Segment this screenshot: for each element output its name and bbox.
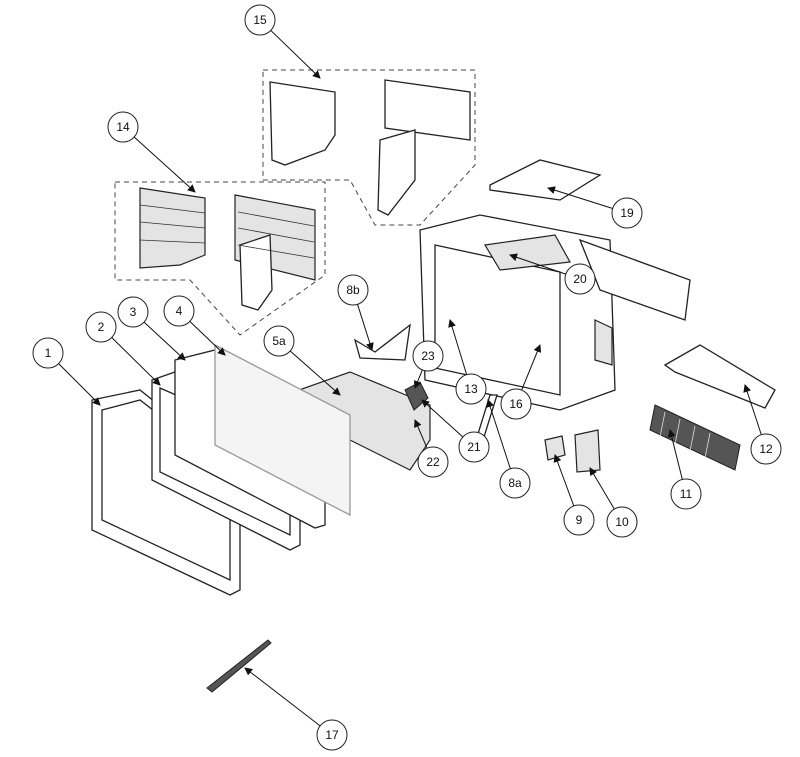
callout-22: 22 bbox=[414, 419, 449, 478]
callout-circle bbox=[244, 4, 276, 36]
leader-line bbox=[189, 321, 226, 356]
callout-label: 14 bbox=[116, 120, 130, 134]
leader-line bbox=[589, 467, 615, 510]
callout-5a: 5a bbox=[263, 325, 341, 396]
callout-circle bbox=[500, 388, 532, 420]
callout-circle bbox=[32, 337, 64, 369]
callout-label: 10 bbox=[615, 515, 629, 529]
firebox bbox=[419, 214, 691, 411]
callout-15: 15 bbox=[244, 4, 321, 79]
callout-circle bbox=[564, 263, 596, 295]
leader-line bbox=[357, 304, 374, 351]
callout-circle bbox=[611, 197, 643, 229]
callout-11: 11 bbox=[667, 429, 702, 510]
leader-line bbox=[270, 30, 321, 79]
callout-1: 1 bbox=[32, 337, 101, 406]
leader-line bbox=[133, 136, 196, 193]
leader-line bbox=[414, 419, 428, 449]
callout-21: 21 bbox=[421, 399, 490, 463]
leader-line bbox=[289, 350, 341, 396]
part-11-blower bbox=[649, 404, 741, 471]
callout-9: 9 bbox=[553, 454, 595, 536]
leader-line bbox=[553, 454, 575, 507]
callout-20: 20 bbox=[509, 253, 596, 295]
callout-3: 3 bbox=[117, 296, 186, 361]
callout-label: 20 bbox=[573, 272, 587, 286]
part-19-bracket bbox=[489, 159, 602, 201]
leader-line bbox=[667, 429, 683, 480]
callout-label: 13 bbox=[464, 382, 478, 396]
leader-line bbox=[547, 186, 613, 209]
leader-line bbox=[421, 399, 464, 438]
callout-2: 2 bbox=[85, 311, 161, 386]
callout-circle bbox=[412, 340, 444, 372]
leader-line bbox=[743, 384, 762, 435]
callout-10: 10 bbox=[589, 467, 638, 538]
part-10-valve-box bbox=[574, 429, 601, 473]
callout-circle bbox=[263, 325, 295, 357]
callout-label: 8a bbox=[508, 476, 522, 490]
callout-8b: 8b bbox=[337, 274, 374, 351]
leader-line bbox=[244, 667, 321, 727]
callout-label: 15 bbox=[253, 13, 267, 27]
part-4-glass bbox=[214, 343, 351, 517]
callout-23: 23 bbox=[412, 340, 444, 389]
callout-label: 12 bbox=[759, 442, 773, 456]
leader-line bbox=[58, 363, 101, 406]
callout-circle bbox=[499, 467, 531, 499]
callout-circle bbox=[417, 446, 449, 478]
callout-circle bbox=[563, 504, 595, 536]
callout-circle bbox=[670, 478, 702, 510]
leader-line bbox=[486, 399, 511, 469]
part-15-refractory-panels bbox=[262, 69, 476, 226]
callout-label: 16 bbox=[509, 397, 523, 411]
callout-label: 8b bbox=[346, 283, 360, 297]
callout-17: 17 bbox=[244, 667, 348, 751]
leader-line bbox=[413, 369, 423, 389]
callout-13: 13 bbox=[448, 319, 487, 405]
callout-16: 16 bbox=[500, 344, 542, 420]
leader-line bbox=[509, 253, 566, 275]
leader-line bbox=[143, 321, 186, 361]
leader-line bbox=[521, 344, 542, 391]
part-17-rod bbox=[206, 639, 272, 693]
callout-circle bbox=[455, 373, 487, 405]
callout-12: 12 bbox=[743, 384, 782, 465]
callout-label: 3 bbox=[130, 305, 137, 319]
part-9-switch bbox=[544, 435, 566, 461]
callout-label: 22 bbox=[426, 455, 440, 469]
callout-label: 1 bbox=[45, 346, 52, 360]
callout-label: 21 bbox=[467, 440, 481, 454]
callout-circle bbox=[458, 431, 490, 463]
callout-label: 2 bbox=[98, 320, 105, 334]
callout-label: 23 bbox=[421, 349, 435, 363]
callout-19: 19 bbox=[547, 186, 643, 229]
callout-label: 11 bbox=[680, 487, 693, 501]
callout-circle bbox=[163, 295, 195, 327]
part-12-bracket bbox=[663, 344, 776, 409]
leader-line bbox=[448, 319, 468, 375]
callout-14: 14 bbox=[107, 111, 196, 193]
callout-4: 4 bbox=[163, 295, 226, 356]
callout-circle bbox=[85, 311, 117, 343]
callout-circle bbox=[606, 506, 638, 538]
callout-label: 5a bbox=[272, 334, 286, 348]
callout-circle bbox=[117, 296, 149, 328]
part-8b-leg bbox=[353, 323, 411, 361]
leader-line bbox=[111, 337, 161, 386]
callout-label: 9 bbox=[576, 513, 583, 527]
part-14-brick-panels bbox=[114, 181, 326, 336]
callout-label: 17 bbox=[325, 728, 339, 742]
callout-circle bbox=[316, 719, 348, 751]
callout-label: 4 bbox=[176, 304, 183, 318]
callout-circle bbox=[750, 433, 782, 465]
callout-circle bbox=[337, 274, 369, 306]
callout-8a: 8a bbox=[486, 399, 531, 499]
callout-label: 19 bbox=[620, 206, 634, 220]
callout-circle bbox=[107, 111, 139, 143]
